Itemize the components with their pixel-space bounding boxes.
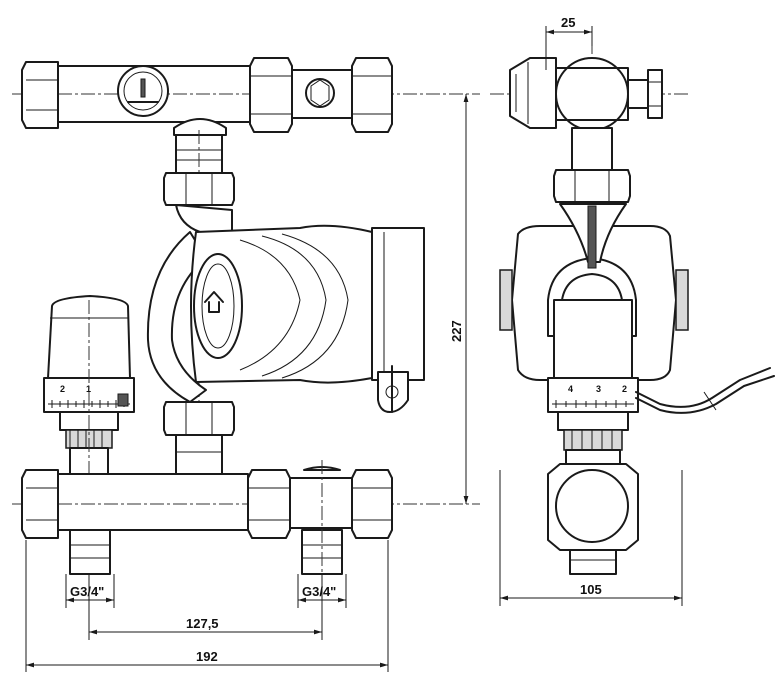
dimension-valve-offset: 25: [561, 15, 575, 30]
top-manifold: [12, 57, 480, 470]
thermostatic-head: 2 1: [43, 295, 135, 560]
bottom-manifold: [12, 460, 480, 580]
side-scale-2: 2: [622, 384, 627, 394]
upper-union: [163, 172, 235, 233]
thread-label-right: G3/4": [302, 584, 336, 599]
side-top-valve: 25: [490, 15, 690, 203]
front-dimensions: G3/4" G3/4" 127,5 192 227: [25, 94, 469, 672]
scale-mark-2: 2: [60, 384, 65, 394]
side-view: 25 4 3 2: [490, 15, 775, 606]
side-scale-4: 4: [568, 384, 573, 394]
dimension-side-depth: 105: [580, 582, 602, 597]
dimension-overall-height: 227: [449, 320, 464, 342]
side-bottom-valve: [547, 449, 639, 575]
flow-direction-icon: [204, 291, 224, 313]
lower-union: [163, 401, 235, 476]
dimension-pipe-distance: 127,5: [186, 616, 219, 631]
front-view: 2 1: [12, 57, 480, 672]
dimension-overall-width: 192: [196, 649, 218, 664]
side-dimensions: 105: [499, 470, 683, 606]
thread-label-left: G3/4": [70, 584, 104, 599]
side-pump: 4 3 2: [499, 203, 775, 451]
side-scale-3: 3: [596, 384, 601, 394]
circulation-pump: [146, 224, 425, 413]
